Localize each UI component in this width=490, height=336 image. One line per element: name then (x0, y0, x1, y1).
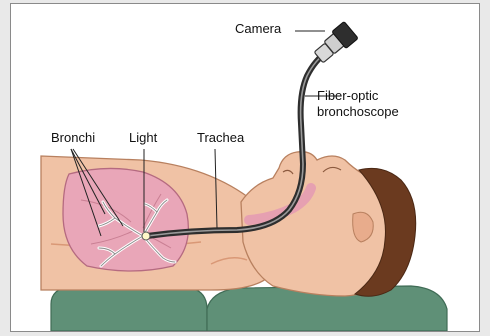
camera-label: Camera (235, 21, 281, 37)
pillow-torso (51, 286, 207, 331)
illustration-frame: Camera Fiber-optic bronchoscope Bronchi … (10, 3, 480, 332)
light-label: Light (129, 130, 157, 146)
bronchoscopy-illustration (11, 4, 479, 331)
scope-label-line2: bronchoscope (317, 104, 399, 120)
scope-label-line1: Fiber-optic (317, 88, 378, 104)
camera-device (314, 21, 358, 62)
bronchi-label: Bronchi (51, 130, 95, 146)
light-tip (142, 232, 150, 240)
trachea-label: Trachea (197, 130, 244, 146)
